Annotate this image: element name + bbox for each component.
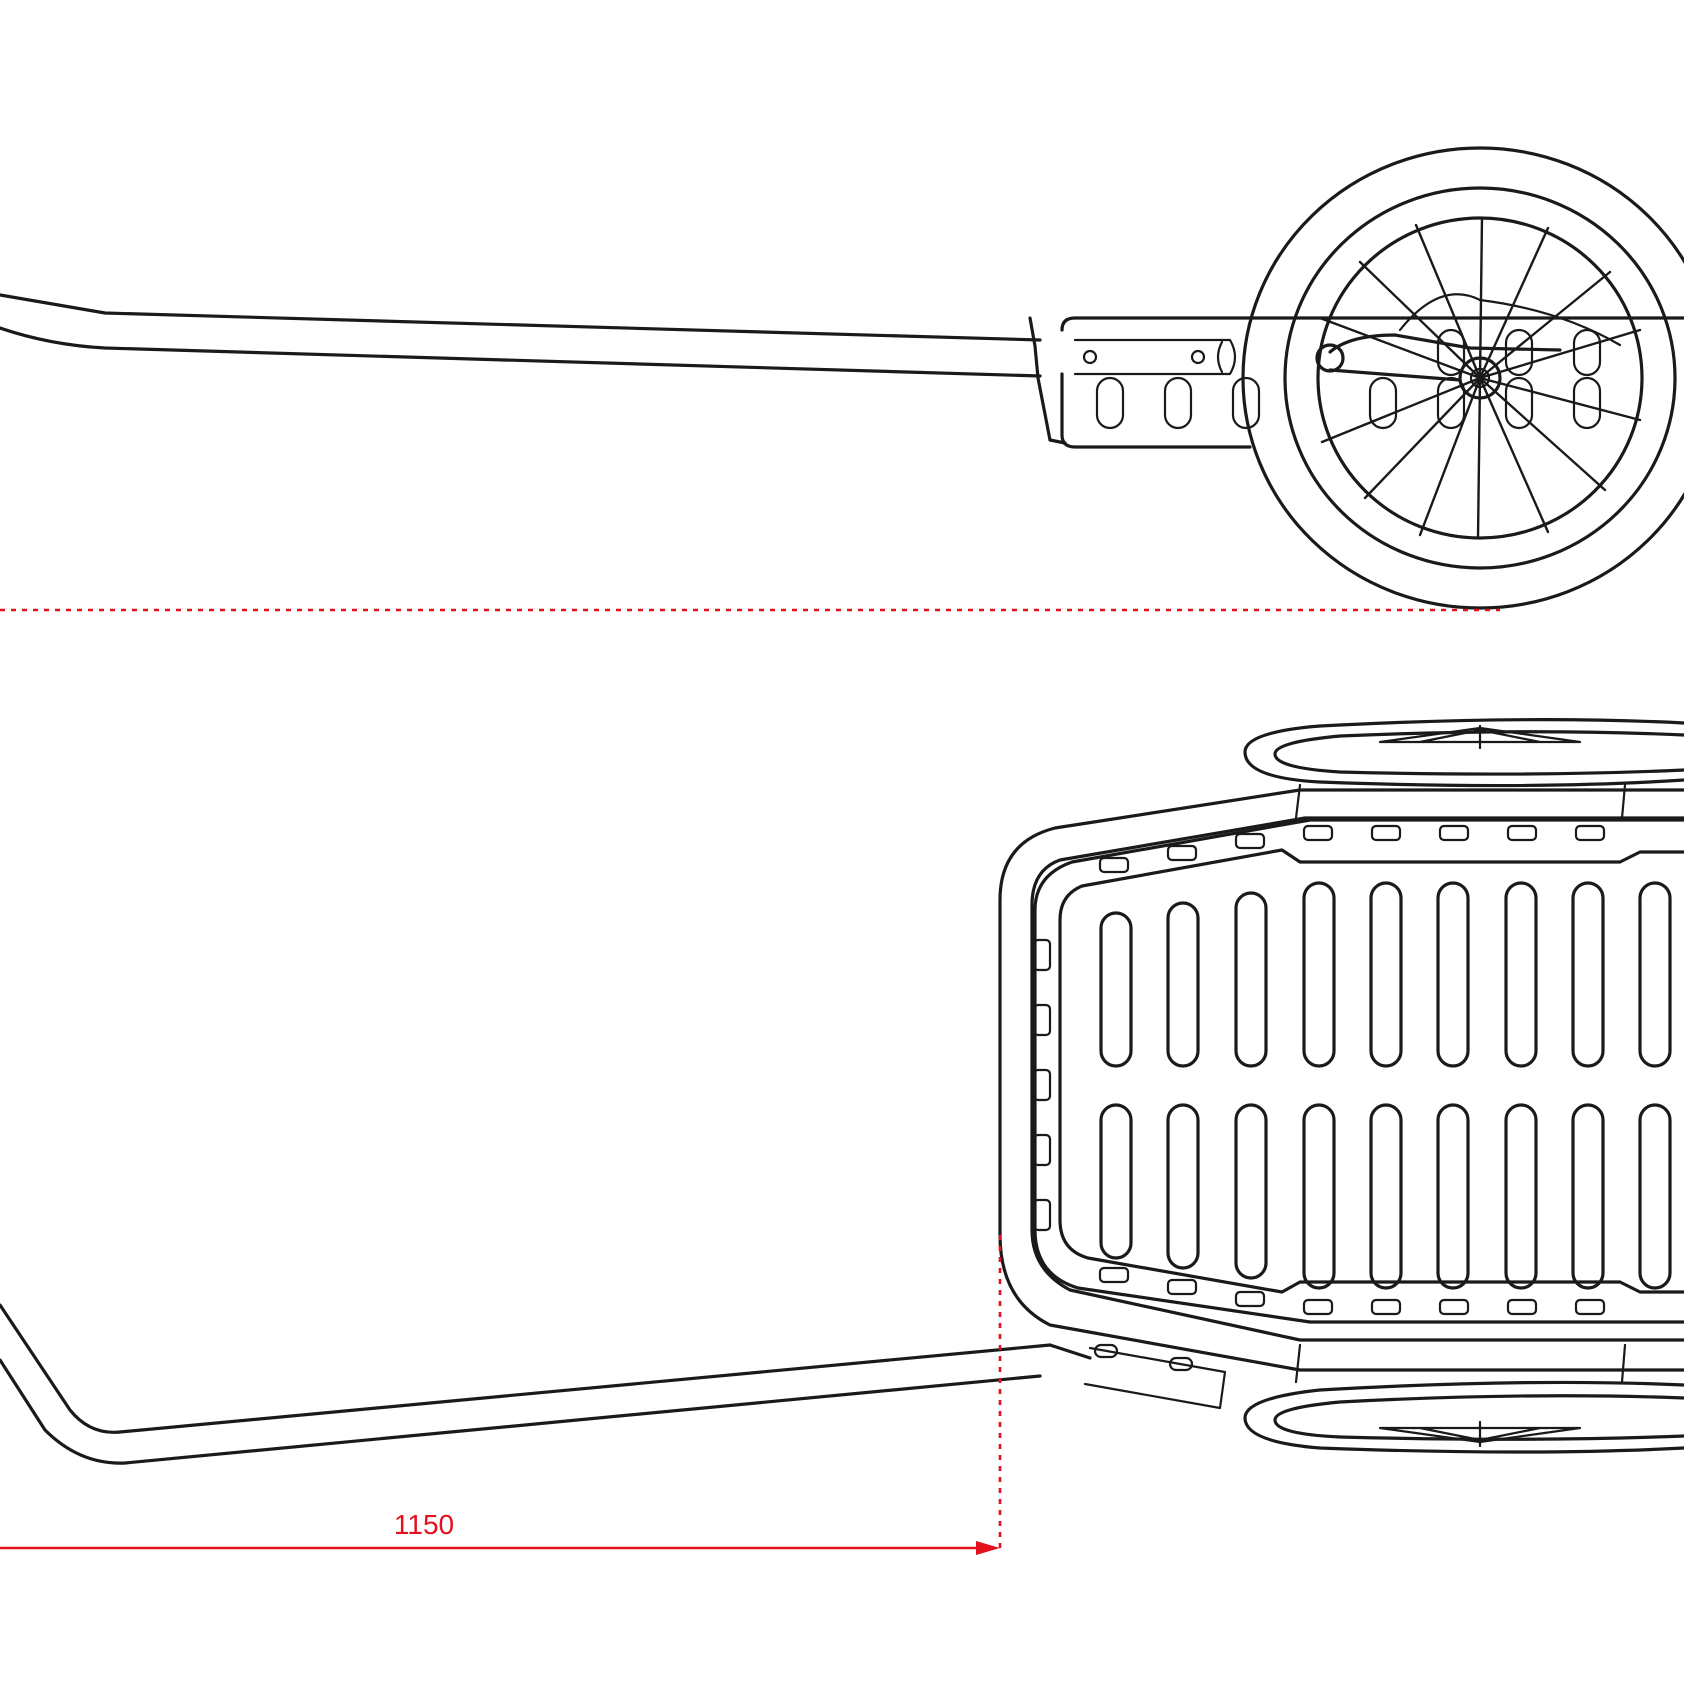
tire-inner xyxy=(1283,186,1677,570)
dimension-label: 1150 xyxy=(394,1509,454,1540)
top-view xyxy=(0,718,1684,1465)
pivot-icon xyxy=(1315,343,1345,373)
top-edge-tabs-lower xyxy=(1098,1266,1606,1316)
top-edge-tabs-front xyxy=(1032,938,1052,1232)
side-drawbar xyxy=(0,293,1042,378)
side-slots xyxy=(1095,328,1602,430)
side-wheel xyxy=(1241,146,1684,610)
tire-outer xyxy=(1241,146,1684,610)
dimension-arrow-icon xyxy=(976,1541,1000,1555)
top-wheel-upper xyxy=(1243,718,1684,820)
side-hitch-clamp xyxy=(1028,316,1237,445)
spokes xyxy=(1318,216,1642,540)
top-edge-tabs-upper xyxy=(1098,824,1606,874)
top-slots-row-1 xyxy=(1099,881,1672,1068)
rim xyxy=(1316,216,1644,540)
side-suspension-arm xyxy=(1315,293,1622,382)
bolt-icon xyxy=(1190,349,1206,365)
side-cargo-bed xyxy=(1060,316,1684,449)
top-slots-row-2 xyxy=(1099,1103,1672,1290)
bolt-icon xyxy=(1082,349,1098,365)
top-drawbar xyxy=(0,1303,1227,1465)
dimension-annotation: 1150 xyxy=(0,1235,1002,1555)
side-view xyxy=(0,146,1684,610)
top-cargo-bed xyxy=(1032,818,1684,1324)
top-wheel-lower xyxy=(1243,1343,1684,1454)
top-frame xyxy=(998,788,1684,1372)
